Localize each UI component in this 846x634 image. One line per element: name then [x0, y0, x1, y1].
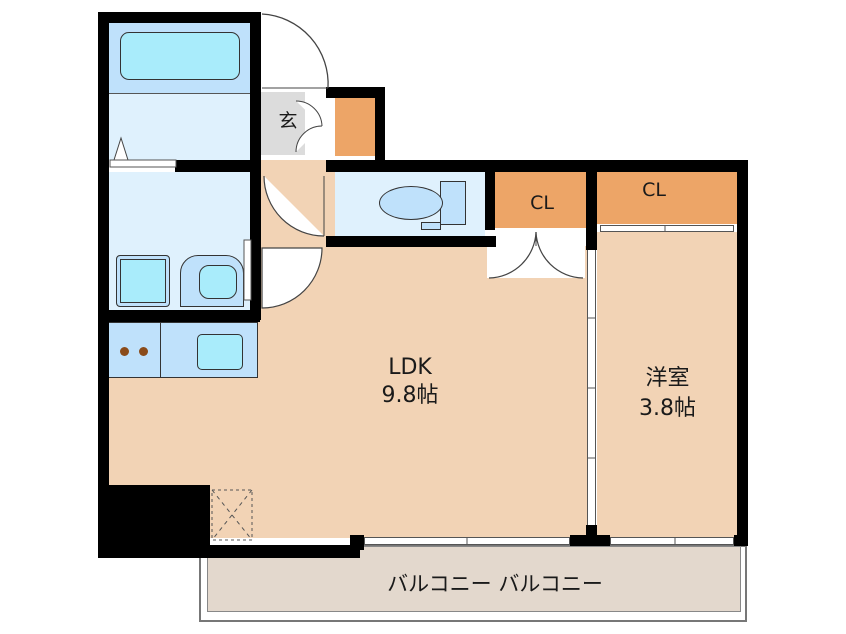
closet-2-sliding-door	[600, 225, 734, 232]
western-room-floor	[597, 232, 737, 538]
kitchen-divider	[160, 322, 161, 378]
wall	[98, 485, 210, 558]
wall	[98, 12, 260, 23]
entrance-storage	[335, 98, 375, 156]
wall	[326, 87, 385, 98]
wall	[326, 160, 748, 172]
wall	[200, 545, 360, 558]
wall	[350, 535, 364, 550]
wall	[734, 535, 748, 546]
wall	[175, 160, 260, 172]
closet-2	[597, 172, 737, 224]
toilet-paper-holder	[421, 222, 441, 230]
closet-1-label: CL	[530, 192, 554, 214]
wall	[98, 310, 260, 322]
ldk-size: 9.8帖	[381, 383, 439, 408]
toilet-tank	[440, 181, 466, 225]
wall	[485, 160, 495, 230]
wall	[375, 87, 385, 167]
western-room-name: 洋室	[645, 366, 690, 391]
balcony-label: バルコニー バルコニー	[387, 572, 603, 596]
window-western	[610, 537, 734, 545]
wall	[737, 160, 748, 546]
wall	[586, 160, 597, 250]
kitchen-sink	[197, 334, 243, 370]
sliding-partition	[587, 250, 596, 536]
closet-2-label: CL	[642, 179, 666, 201]
stove-burner-icon	[139, 347, 148, 356]
ldk-name: LDK	[388, 355, 432, 380]
western-room-size: 3.8帖	[639, 396, 696, 421]
washbasin	[199, 265, 237, 299]
wall	[98, 12, 109, 558]
wall	[586, 525, 597, 545]
wall	[326, 236, 496, 247]
entrance-label: 玄	[278, 110, 298, 132]
closet-1	[487, 172, 587, 228]
toilet-bowl	[379, 186, 443, 220]
stove-burner-icon	[120, 347, 129, 356]
bathtub	[120, 32, 240, 80]
washing-machine-pan	[116, 255, 170, 307]
